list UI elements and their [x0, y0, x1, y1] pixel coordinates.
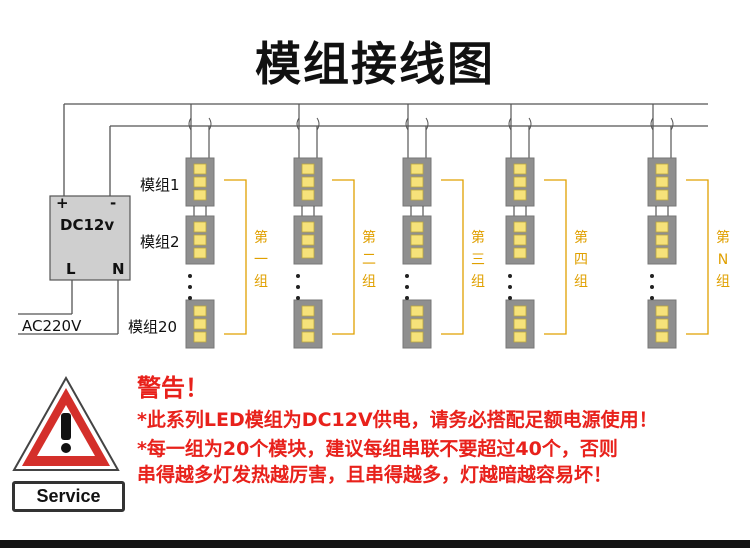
warning-icon: [12, 375, 120, 471]
ellipsis-dot: [508, 274, 512, 278]
ellipsis-dot: [650, 274, 654, 278]
led-module: [505, 299, 535, 349]
ellipsis-dot: [405, 296, 409, 300]
module-label-20: 模组20: [128, 318, 177, 336]
warning-title: 警告！: [137, 374, 209, 402]
ellipsis-dot: [650, 285, 654, 289]
led-module: [185, 299, 215, 349]
warning-line-3: 串得越多灯发热越厉害，且串得越多，灯越暗越容易坏！: [137, 464, 613, 486]
module-column-4: 第四组: [505, 104, 588, 349]
ellipsis-dot: [188, 274, 192, 278]
module-label-2: 模组2: [140, 233, 180, 251]
page-title: 模组接线图: [255, 37, 495, 91]
led-module: [402, 299, 432, 349]
led-module: [647, 157, 677, 207]
power-l-label: L: [66, 260, 76, 278]
group-label-1: 第一组: [254, 229, 268, 290]
ellipsis-dot: [405, 285, 409, 289]
group-label-2: 第二组: [362, 229, 376, 290]
group-bracket: [686, 179, 709, 335]
led-module: [505, 215, 535, 265]
ellipsis-dot: [296, 296, 300, 300]
power-n-label: N: [112, 260, 125, 278]
led-module: [402, 215, 432, 265]
ellipsis-dot: [296, 274, 300, 278]
ellipsis-dot: [508, 296, 512, 300]
led-module: [293, 299, 323, 349]
led-module: [505, 157, 535, 207]
service-badge: Service: [12, 481, 125, 512]
led-module: [647, 299, 677, 349]
module-label-1: 模组1: [140, 176, 180, 194]
ellipsis-dot: [650, 296, 654, 300]
power-model-label: DC12v: [60, 216, 114, 234]
warning-line-2: *每一组为20个模块，建议每组串联不要超过40个，否则: [137, 438, 618, 460]
ellipsis-dot: [508, 285, 512, 289]
power-supply: + - DC12v L N: [49, 194, 131, 281]
power-plus-label: +: [56, 194, 69, 212]
module-column-3: 第三组: [402, 104, 485, 349]
warning-line-1: *此系列LED模组为DC12V供电，请务必搭配足额电源使用！: [137, 409, 658, 431]
ellipsis-dot: [405, 274, 409, 278]
ellipsis-dot: [188, 285, 192, 289]
group-label-3: 第三组: [471, 229, 485, 290]
ellipsis-dot: [188, 296, 192, 300]
module-column-1: 第一组: [185, 104, 268, 349]
bottom-bar: [0, 540, 750, 548]
led-module: [185, 215, 215, 265]
led-module: [402, 157, 432, 207]
module-column-2: 第二组: [293, 104, 376, 349]
group-label-4: 第四组: [574, 229, 588, 290]
led-module: [647, 215, 677, 265]
ac-input-label: AC220V: [22, 317, 82, 335]
ellipsis-dot: [296, 285, 300, 289]
led-module: [293, 215, 323, 265]
group-bracket: [544, 179, 567, 335]
led-module: [185, 157, 215, 207]
group-bracket: [441, 179, 464, 335]
led-module: [293, 157, 323, 207]
group-bracket: [224, 179, 247, 335]
group-bracket: [332, 179, 355, 335]
power-minus-label: -: [110, 194, 116, 212]
